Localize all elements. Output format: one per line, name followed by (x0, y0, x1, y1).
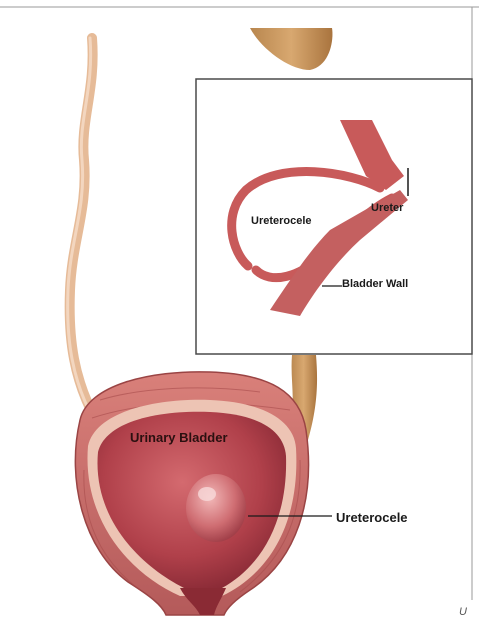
right-ureter-top (250, 28, 332, 70)
label-urinary-bladder: Urinary Bladder (130, 430, 228, 445)
label-ureter: Ureter (371, 202, 403, 214)
corner-mark: U (459, 606, 467, 618)
label-bladder-wall: Bladder Wall (342, 278, 408, 290)
inset-box (196, 79, 472, 354)
ureterocele-bulge (186, 474, 246, 542)
label-ureterocele-main: Ureterocele (336, 510, 408, 525)
label-ureterocele-inset: Ureterocele (251, 215, 312, 227)
ureterocele-highlight (198, 487, 216, 501)
